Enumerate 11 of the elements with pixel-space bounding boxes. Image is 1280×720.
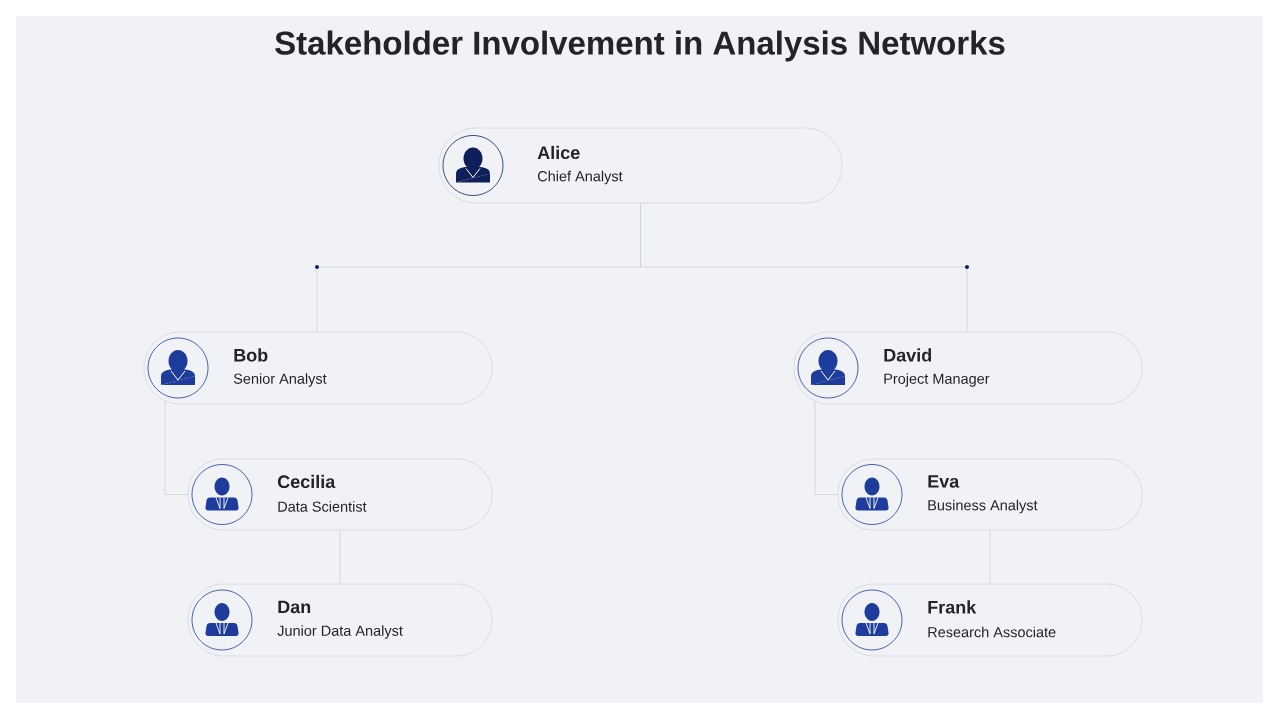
connector-line (814, 400, 838, 495)
person-card: Frank Research Associate (837, 583, 1143, 657)
person-card: David Project Manager (793, 331, 1143, 405)
title: Stakeholder Involvement in Analysis Networks (275, 30, 1005, 62)
person-card: Bob Senior Analyst (143, 331, 493, 405)
person-card: Eva Business Analyst (837, 458, 1143, 531)
person-card: Cecilia Data Scientist (187, 458, 493, 531)
connector-line (640, 203, 969, 333)
person-card: Alice Chief Analyst (438, 127, 843, 204)
person-card: Dan Junior Data Analyst (187, 583, 493, 657)
connector-line (164, 400, 188, 495)
